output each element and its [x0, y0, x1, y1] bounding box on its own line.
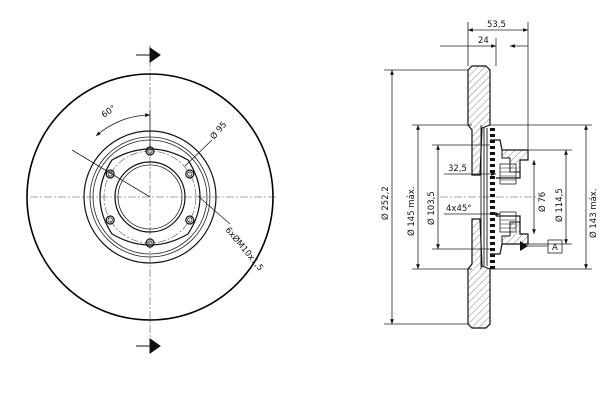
section-arrow-bottom — [136, 338, 161, 354]
vane-tooth — [490, 182, 495, 185]
bolt-hole — [105, 169, 115, 179]
bolt-hole — [185, 215, 195, 225]
hub-lower — [501, 221, 529, 245]
thread-leader — [197, 195, 231, 225]
bolt-hole — [105, 215, 115, 225]
vane-tooth — [490, 242, 495, 245]
disc-outer-edge — [26, 73, 274, 321]
angle-arc — [95, 113, 151, 137]
center-bore-inner — [117, 164, 183, 230]
stud-hole-lower — [499, 211, 517, 233]
vane-tooth — [490, 212, 495, 215]
friction-ring-upper — [467, 65, 491, 176]
stud-thread-marks — [500, 167, 516, 229]
vane-tooth — [490, 134, 495, 137]
hat-flange-outline — [99, 148, 201, 246]
vane-tooth — [490, 170, 495, 173]
cooling-vanes — [480, 125, 488, 269]
friction-inner-label: Ø 145 máx. — [406, 186, 417, 236]
vane-tooth — [490, 260, 495, 263]
hat-width-label: 24 — [478, 36, 489, 46]
vane-tooth — [490, 194, 495, 197]
front-view: 60° Ø 95 6xØM10x1,5 — [26, 45, 276, 354]
friction-ring-lower — [467, 218, 491, 329]
vane-tooth — [490, 158, 495, 161]
datum-box — [547, 239, 563, 254]
section-arrow-top — [136, 47, 161, 63]
bolt-hole-thread — [107, 217, 113, 223]
bolt-hole-thread — [147, 240, 153, 246]
bolt-hole-thread — [187, 171, 193, 177]
pcd-circle — [103, 150, 197, 244]
vane-tooth — [490, 152, 495, 155]
stud-hole-upper — [499, 163, 517, 185]
center-bore-outer — [114, 161, 186, 233]
thread-label: 6xØM10x1,5 — [223, 225, 266, 273]
vane-tooth — [490, 224, 495, 227]
hat-outer-label: Ø 103,5 — [426, 191, 437, 225]
datum-label: A — [552, 243, 558, 253]
overall-width-label: 53,5 — [487, 20, 506, 30]
pcd-label: Ø 95 — [208, 119, 229, 142]
vane-tooth — [490, 128, 495, 131]
bolt-hole-thread — [187, 217, 193, 223]
vane-tooth — [490, 230, 495, 233]
bolt-hole-group — [105, 146, 195, 248]
pilot-diameter-label: Ø 114,5 — [554, 188, 565, 222]
datum-triangle — [520, 241, 528, 251]
hub-upper — [501, 149, 529, 173]
side-section-view: 53,5 24 Ø 252,2 Ø 145 máx. Ø 103,5 32,5 … — [380, 20, 599, 329]
pcd-leader — [184, 139, 213, 167]
vane-tooth — [490, 248, 495, 251]
vane-tooth — [490, 200, 495, 203]
vane-tooth — [490, 206, 495, 209]
vane-tooth — [490, 188, 495, 191]
bolt-hole — [185, 169, 195, 179]
center-bore-label: Ø 76 — [537, 192, 548, 212]
vane-tooth — [490, 266, 495, 269]
min-diameter-label: Ø 143 máx. — [588, 188, 599, 238]
hub-depth-label: 32,5 — [448, 164, 467, 174]
vane-tooth — [490, 176, 495, 179]
angle-ref-line — [71, 149, 151, 198]
outer-diameter-label: Ø 252,2 — [380, 186, 391, 220]
vane-tooth — [490, 254, 495, 257]
bolt-hole — [145, 238, 155, 248]
chamfer-label: 4x45° — [446, 204, 472, 214]
vane-tooth — [490, 164, 495, 167]
angle-label: 60° — [100, 104, 118, 121]
vane-teeth — [490, 128, 495, 269]
vane-tooth — [490, 146, 495, 149]
vane-tooth — [490, 236, 495, 239]
vane-tooth — [490, 218, 495, 221]
vane-tooth — [490, 140, 495, 143]
